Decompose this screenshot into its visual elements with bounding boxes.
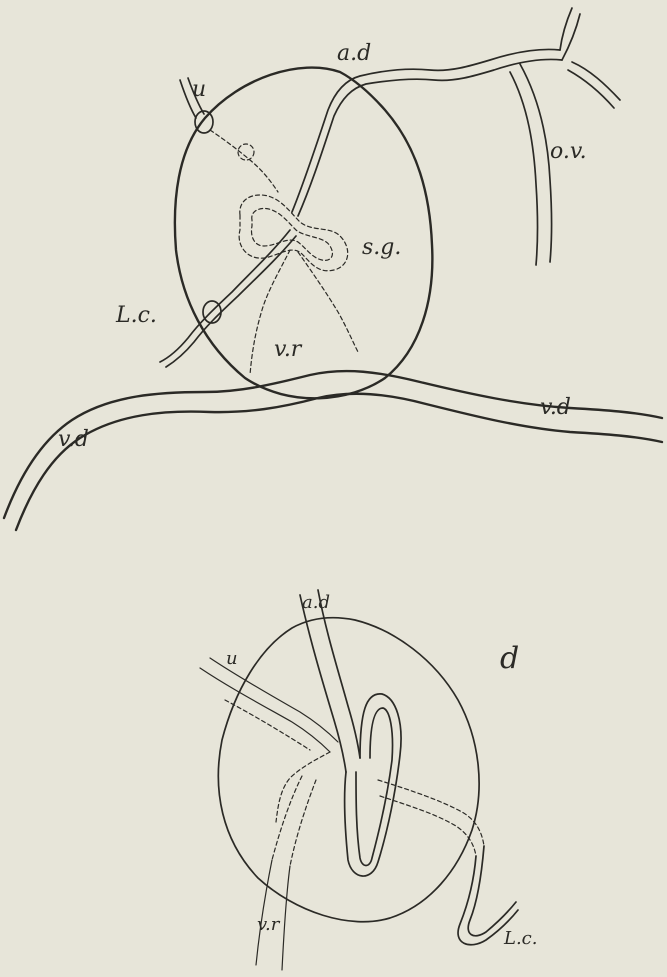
top-duct-ad-left: [292, 49, 560, 212]
top-tube-u-dashed: [210, 130, 278, 192]
label-bottom-d: d: [500, 641, 519, 676]
top-tube-lc-a: [160, 230, 290, 362]
top-gland-sg-inner: [252, 208, 333, 260]
bottom-duct-ad-b: [318, 590, 360, 758]
bottom-duct-vr-a: [256, 860, 272, 965]
top-vessel-ov-lower-b: [510, 72, 538, 265]
top-vessel-ov-upper-b: [562, 14, 580, 60]
bottom-duct-vr-b: [282, 866, 290, 970]
label-bottom-u: u: [226, 648, 238, 669]
top-vessel-ov-right-b: [568, 70, 614, 108]
figure-bottom: [200, 590, 518, 970]
label-top-ov: o.v.: [550, 139, 587, 164]
label-top-vr: v.r: [274, 337, 303, 362]
label-bottom-ad: a.d: [302, 592, 330, 613]
label-bottom-lc: L.c.: [503, 928, 537, 949]
label-bottom-vr: v.r: [257, 914, 281, 935]
top-dashed-partition-right: [298, 252, 358, 352]
bottom-dashed-right-b: [380, 796, 476, 856]
label-top-vd-left: v.d: [58, 427, 89, 452]
top-vessel-vd-upper: [4, 371, 662, 518]
bottom-tube-u-dashed-a: [276, 752, 330, 822]
bottom-dashed-right-a: [378, 780, 484, 846]
label-top-lc: L.c.: [115, 303, 157, 328]
label-top-u: u: [192, 77, 206, 102]
label-top-sg: s.g.: [362, 235, 401, 260]
top-vessel-ov-lower-a: [520, 64, 552, 262]
bottom-gland-outline: [218, 618, 479, 922]
figure-top: [4, 8, 662, 530]
top-duct-ad-right: [298, 59, 562, 216]
label-top-vd-right: v.d: [540, 395, 571, 420]
top-gland-outline: [175, 68, 432, 399]
bottom-duct-vr-dashed-b: [290, 780, 316, 866]
top-vessel-ov-right-a: [572, 62, 620, 100]
label-top-ad: a.d: [337, 41, 371, 66]
bottom-tube-u-a: [200, 668, 330, 752]
